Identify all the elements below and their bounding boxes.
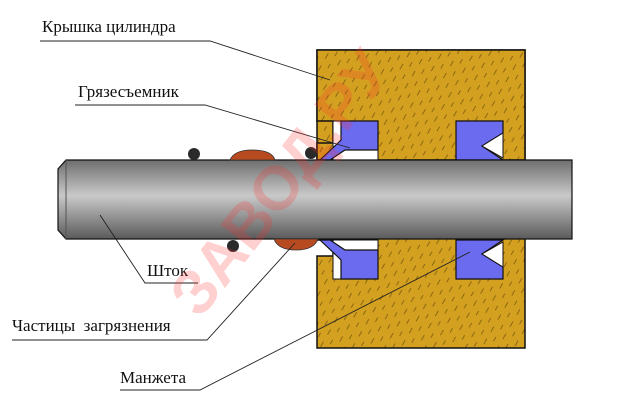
leader-lines	[12, 40, 471, 391]
label-cylinder-cover: Крышка цилиндра	[42, 17, 176, 36]
label-rod: Шток	[147, 261, 189, 280]
wiper-seal-lower	[318, 239, 379, 280]
dirt-blob	[273, 238, 319, 251]
label-particles: Частицы загрязнения	[12, 316, 171, 335]
dirt-particle	[227, 240, 239, 252]
dirt-blob	[229, 149, 276, 161]
label-cuff: Манжета	[120, 368, 186, 387]
label-wiper: Грязесъемник	[78, 82, 180, 101]
dirt-particle	[305, 147, 317, 159]
dirt-particle	[188, 148, 200, 160]
